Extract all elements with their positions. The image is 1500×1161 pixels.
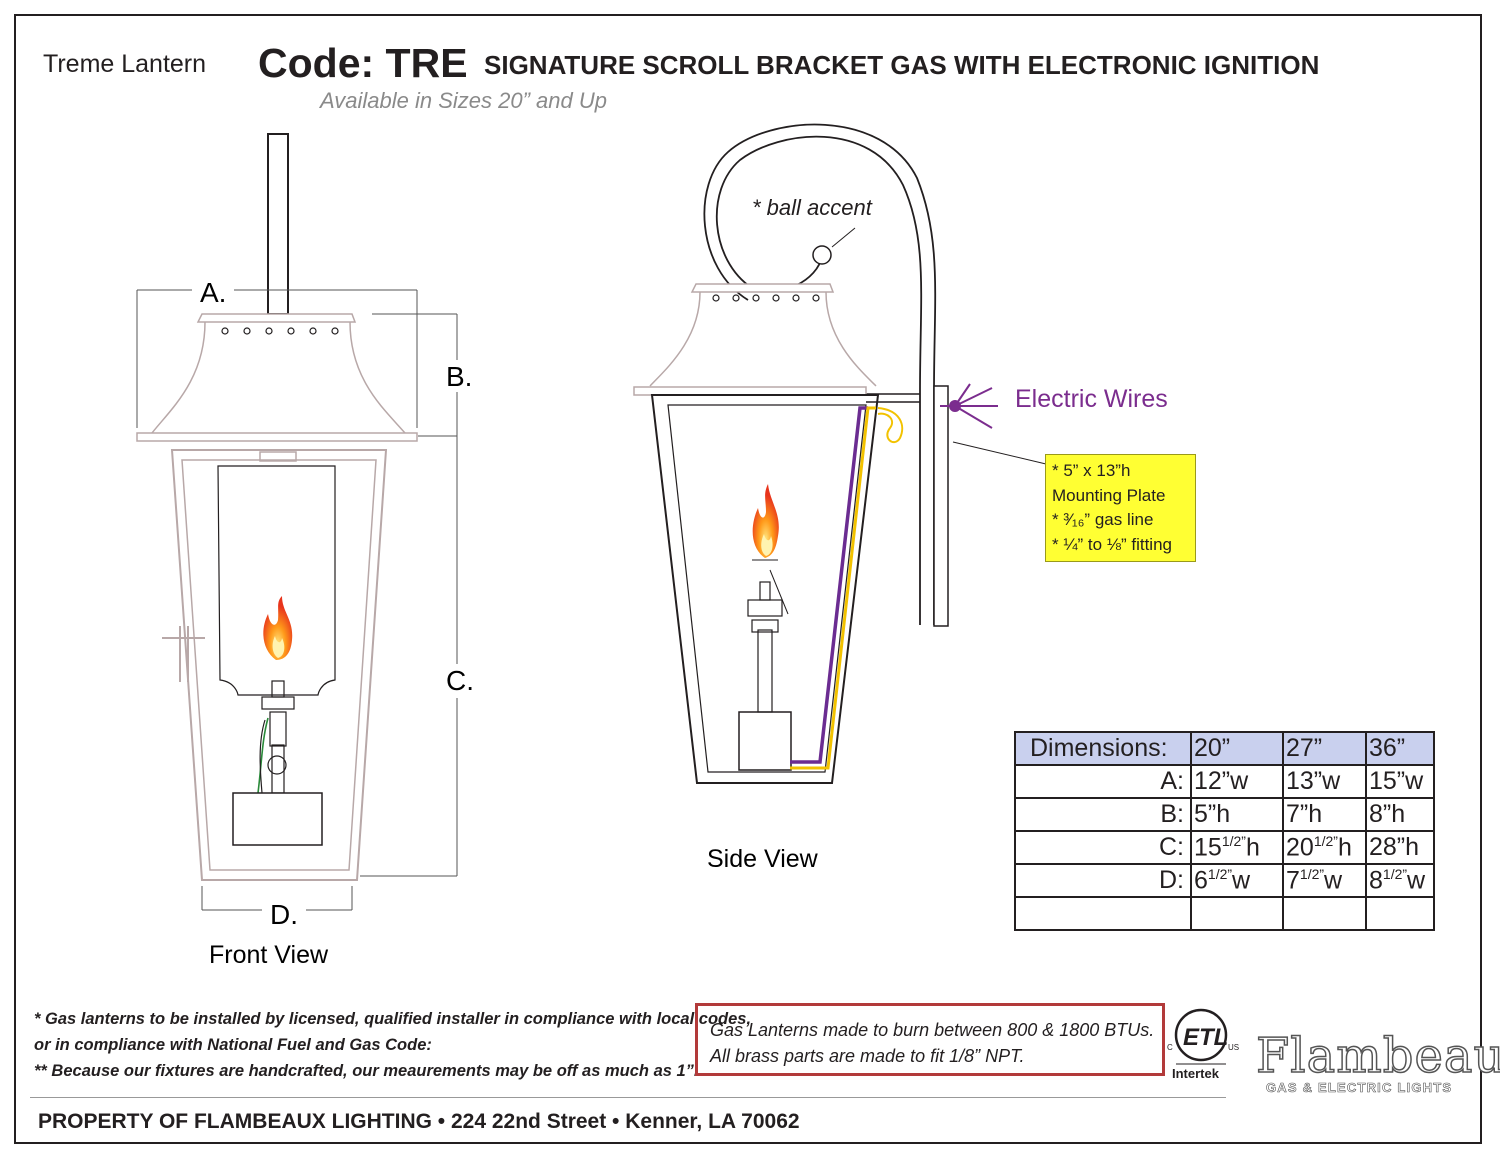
ball-accent	[812, 245, 832, 265]
note-plate-size: * 5” x 13”h	[1052, 461, 1131, 480]
note-installer: * Gas lanterns to be installed by licens…	[34, 1010, 752, 1028]
btu-notice-box: Gas Lanterns made to burn between 800 & …	[695, 1003, 1165, 1076]
table-header-cell: 20”	[1190, 731, 1284, 766]
side-view-label: Side View	[707, 845, 819, 873]
btu-line: Gas Lanterns made to burn between 800 & …	[710, 1020, 1155, 1040]
row-label: D:	[1014, 863, 1192, 898]
svg-text:ETL: ETL	[1183, 1024, 1228, 1051]
note-fitting: * ¼” to ⅛” fitting	[1052, 534, 1172, 554]
product-code: Code: TRE	[258, 40, 468, 86]
svg-text:C: C	[1167, 1043, 1173, 1052]
table-cell: 5”h	[1190, 797, 1284, 832]
table-row: B: 5”h 7”h 8”h	[1014, 797, 1435, 832]
dim-label-b: B.	[446, 361, 472, 392]
front-view-label: Front View	[209, 941, 329, 969]
brand-tagline: GAS & ELECTRIC LIGHTS	[1266, 1080, 1453, 1096]
ball-accent-label: * ball accent	[752, 195, 872, 220]
table-cell: 81/2”w	[1365, 863, 1435, 898]
table-cell: 201/2”h	[1282, 830, 1367, 865]
etl-listed-mark: ETL C US	[1167, 1008, 1239, 1065]
note-measurement-tolerance: ** Because our fixtures are handcrafted,…	[34, 1062, 699, 1080]
footer-divider	[30, 1097, 1226, 1098]
table-row: A: 12”w 13”w 15”w	[1014, 764, 1435, 799]
table-header-row: Dimensions: 20” 27” 36”	[1014, 731, 1435, 766]
flame-icon	[263, 596, 293, 660]
svg-text:US: US	[1228, 1043, 1239, 1052]
front-dimension-lines	[136, 289, 458, 911]
front-top-pipe	[267, 133, 289, 315]
electric-wires-label: Electric Wires	[1015, 385, 1168, 413]
table-row	[1014, 896, 1435, 931]
table-cell	[1282, 896, 1367, 931]
table-cell: 8”h	[1365, 797, 1435, 832]
property-notice: PROPERTY OF FLAMBEAUX LIGHTING • 224 22n…	[38, 1110, 800, 1133]
table-cell: 28”h	[1365, 830, 1435, 865]
row-label: C:	[1014, 830, 1192, 865]
note-plate-label: Mounting Plate	[1052, 485, 1166, 505]
electric-wires-symbol	[940, 383, 998, 429]
table-header-cell: 36”	[1365, 731, 1435, 766]
dim-label-c: C.	[446, 665, 474, 696]
table-cell: 12”w	[1190, 764, 1284, 799]
table-row: C: 151/2”h 201/2”h 28”h	[1014, 830, 1435, 865]
mounting-notes-box: * 5” x 13”h Mounting Plate * ³⁄₁₆” gas l…	[1045, 454, 1196, 562]
purple-wire	[790, 406, 868, 764]
dimensions-table: Dimensions: 20” 27” 36” A: 12”w 13”w 15”…	[1014, 731, 1435, 931]
table-header-cell: Dimensions:	[1014, 731, 1192, 766]
table-cell: 13”w	[1282, 764, 1367, 799]
yellow-wire	[790, 406, 876, 770]
note-code-compliance: or in compliance with National Fuel and …	[34, 1036, 432, 1054]
side-view-lantern	[633, 123, 949, 784]
table-row: D: 61/2”w 71/2”w 81/2”w	[1014, 863, 1435, 898]
table-cell: 15”w	[1365, 764, 1435, 799]
dim-label-d: D.	[270, 899, 298, 930]
front-view-lantern	[136, 133, 418, 881]
row-label: A:	[1014, 764, 1192, 799]
size-availability: Available in Sizes 20” and Up	[320, 88, 607, 113]
table-cell: 61/2”w	[1190, 863, 1284, 898]
table-cell	[1365, 896, 1435, 931]
lantern-name: Treme Lantern	[43, 50, 207, 78]
note-gas-line: * ³⁄₁₆” gas line	[1052, 510, 1154, 529]
flame-icon	[752, 484, 779, 558]
npt-line: All brass parts are made to fit 1/8” NPT…	[710, 1046, 1025, 1066]
page-frame	[14, 14, 1482, 1144]
table-cell: 7”h	[1282, 797, 1367, 832]
installation-notes: * Gas lanterns to be installed by licens…	[34, 1006, 751, 1084]
product-description: SIGNATURE SCROLL BRACKET GAS WITH ELECTR…	[484, 50, 1320, 80]
table-header-cell: 27”	[1282, 731, 1367, 766]
table-cell	[1190, 896, 1284, 931]
table-cell: 71/2”w	[1282, 863, 1367, 898]
flambeaux-logo: Flambeaux	[1255, 1027, 1500, 1085]
table-cell	[1014, 896, 1192, 931]
table-cell: 151/2”h	[1190, 830, 1284, 865]
certifier-name: Intertek	[1172, 1066, 1219, 1081]
dim-label-a: A.	[200, 277, 226, 308]
row-label: B:	[1014, 797, 1192, 832]
